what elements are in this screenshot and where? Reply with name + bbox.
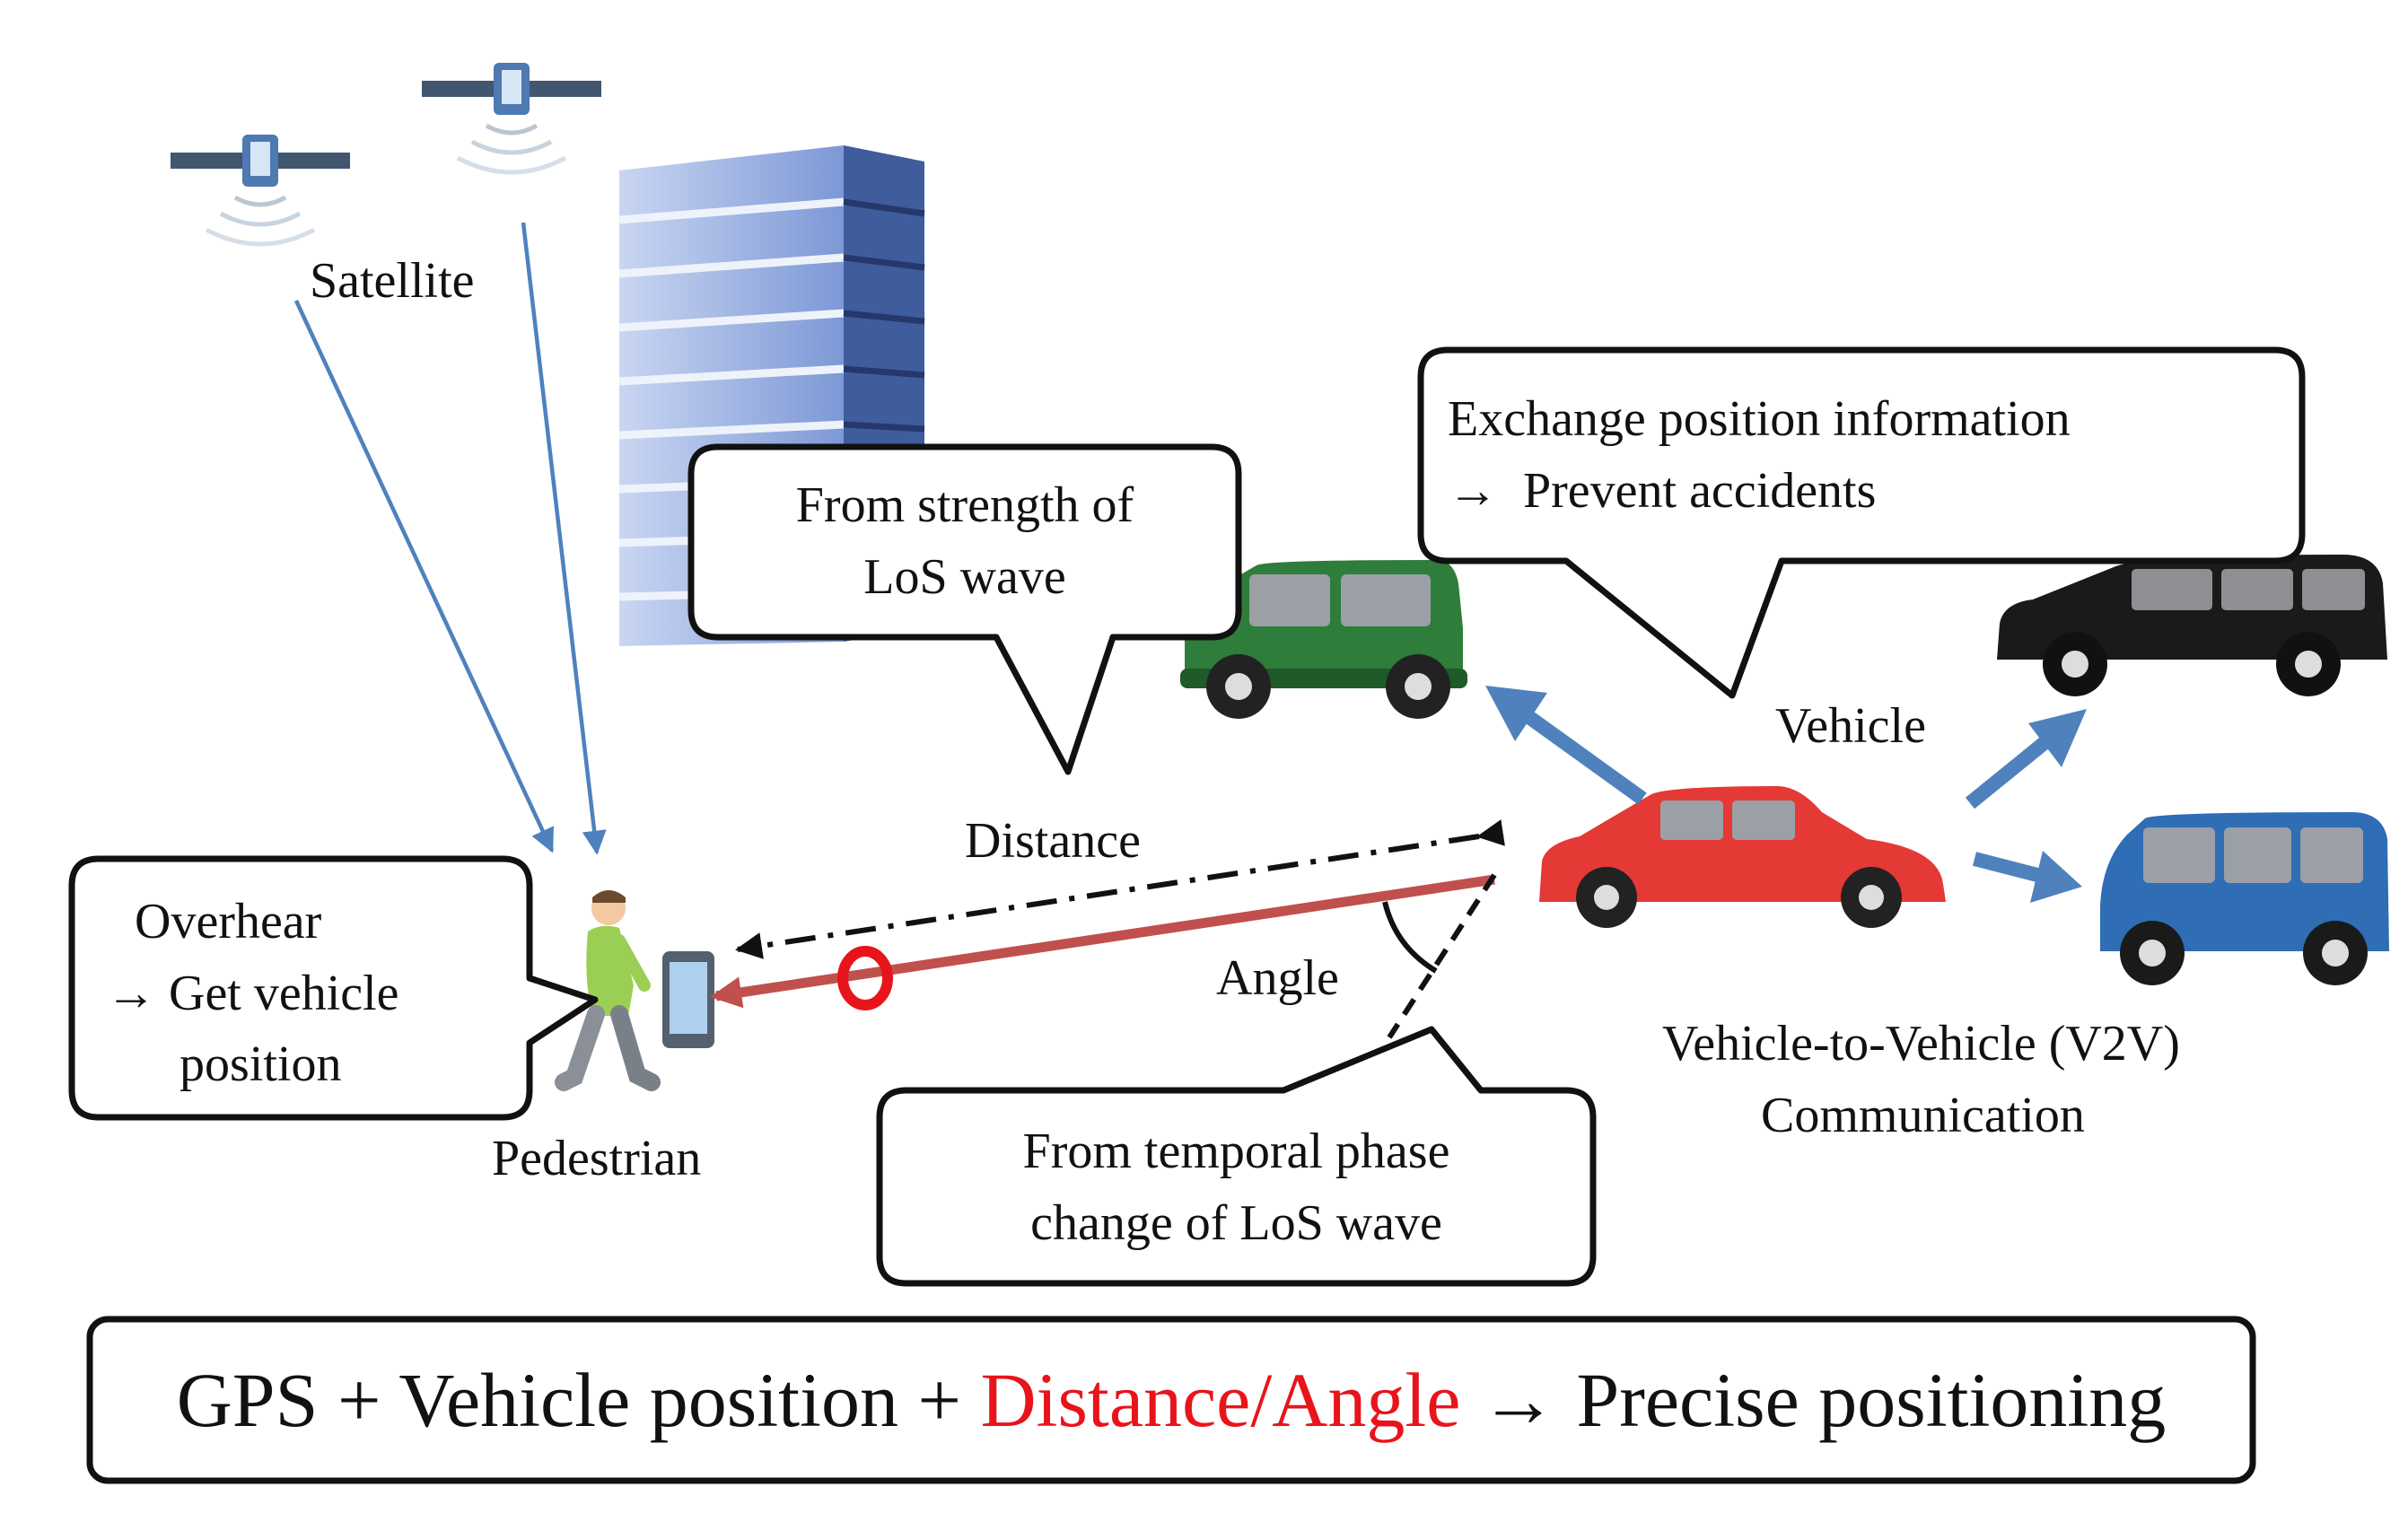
vehicle-label: Vehicle bbox=[1775, 698, 1926, 754]
summary-text: GPS + Vehicle position + Distance/Angle … bbox=[90, 1319, 2253, 1481]
v2v-label-line1: Vehicle-to-Vehicle (V2V) bbox=[1662, 1016, 2180, 1072]
phase-line1: From temporal phase bbox=[1022, 1124, 1450, 1179]
v2v-arrow bbox=[1965, 709, 2087, 809]
los-wave-arrow bbox=[710, 874, 1495, 1009]
car-icon bbox=[1997, 555, 2387, 696]
exchange-callout-text: Exchange position information → Prevent … bbox=[1448, 384, 2282, 527]
phase-line2: change of LoS wave bbox=[1030, 1194, 1442, 1251]
smartphone-icon bbox=[662, 951, 714, 1048]
v2v-label-line2: Communication bbox=[1761, 1088, 2085, 1143]
strength-callout bbox=[687, 443, 1242, 775]
overhear-line2: → Get vehicle bbox=[106, 965, 399, 1021]
overhear-line1: Overhear bbox=[135, 894, 322, 949]
summary-part2: → Precise positioning bbox=[1460, 1357, 2167, 1443]
v2v-arrow bbox=[1973, 851, 2082, 903]
angle-arc bbox=[1382, 901, 1438, 974]
car-icon bbox=[1180, 560, 1467, 719]
pedestrian-icon bbox=[555, 890, 661, 1091]
angle-reference-line bbox=[1387, 873, 1497, 1039]
overhear-marker bbox=[837, 946, 893, 1010]
exchange-callout bbox=[1417, 346, 2306, 699]
summary-box bbox=[86, 1316, 2256, 1484]
overhear-line3: position bbox=[180, 1037, 342, 1093]
exchange-line1: Exchange position information bbox=[1448, 391, 2071, 447]
exchange-line2: → Prevent accidents bbox=[1448, 462, 1877, 519]
car-icon bbox=[1539, 786, 1946, 928]
overhear-callout bbox=[68, 855, 599, 1121]
car-icon bbox=[2100, 812, 2389, 985]
satellite-signal-arrow bbox=[293, 300, 555, 853]
overhear-callout-text: Overhear → Get vehicle position bbox=[106, 887, 519, 1101]
strength-line2: LoS wave bbox=[863, 548, 1066, 605]
satellite-label: Satellite bbox=[310, 253, 475, 309]
v2v-arrow bbox=[1485, 686, 1647, 805]
summary-highlight: Distance/Angle bbox=[980, 1357, 1461, 1443]
strength-line1: From strength of bbox=[795, 477, 1134, 533]
pedestrian-label: Pedestrian bbox=[492, 1131, 702, 1186]
phase-callout bbox=[876, 1026, 1597, 1287]
distance-arrow bbox=[735, 819, 1505, 959]
satellite-icon bbox=[422, 63, 601, 175]
summary-part1: GPS + Vehicle position + bbox=[176, 1357, 981, 1443]
phase-callout-text: From temporal phase change of LoS wave bbox=[898, 1116, 1575, 1259]
satellite-icon bbox=[171, 135, 350, 247]
satellite-signal-arrow bbox=[521, 222, 607, 855]
distance-label: Distance bbox=[965, 813, 1141, 869]
angle-label: Angle bbox=[1216, 950, 1339, 1006]
strength-callout-text: From strength of LoS wave bbox=[709, 470, 1221, 613]
